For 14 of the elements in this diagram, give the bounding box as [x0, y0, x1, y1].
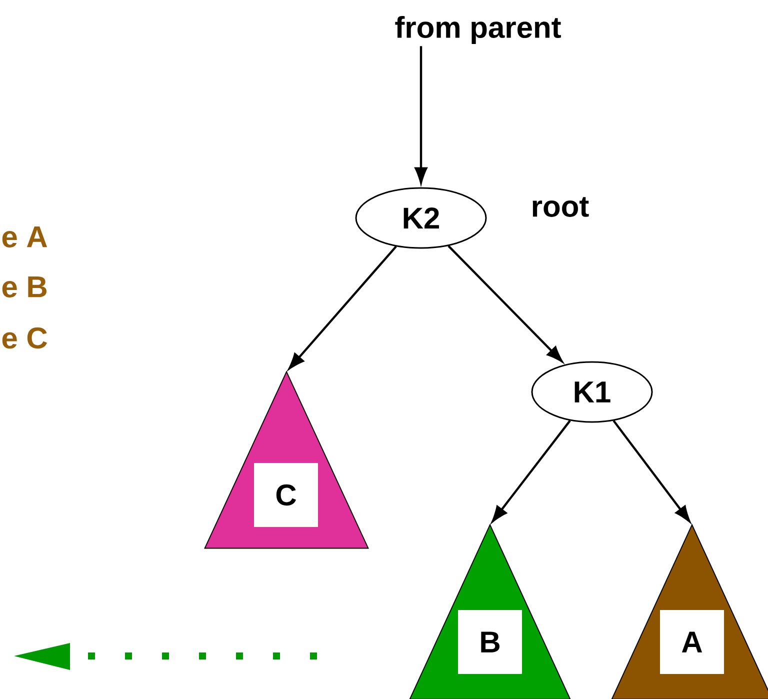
node-label: from parent: [395, 16, 561, 44]
key-label: e A: [2, 226, 48, 248]
key-label: e B: [2, 276, 46, 298]
subtree-triangle: A: [611, 524, 768, 699]
arrow: [448, 245, 563, 362]
arrow: [612, 420, 690, 522]
subtree-triangle: C: [204, 370, 369, 549]
subtree-triangle: B: [409, 524, 571, 699]
ellipse-node: K1: [531, 361, 653, 423]
arrow: [288, 246, 397, 370]
arrow: [492, 420, 571, 522]
ellipse-node: K2: [355, 187, 487, 249]
node-caption: root: [532, 197, 589, 217]
key-label: e C: [2, 327, 48, 349]
